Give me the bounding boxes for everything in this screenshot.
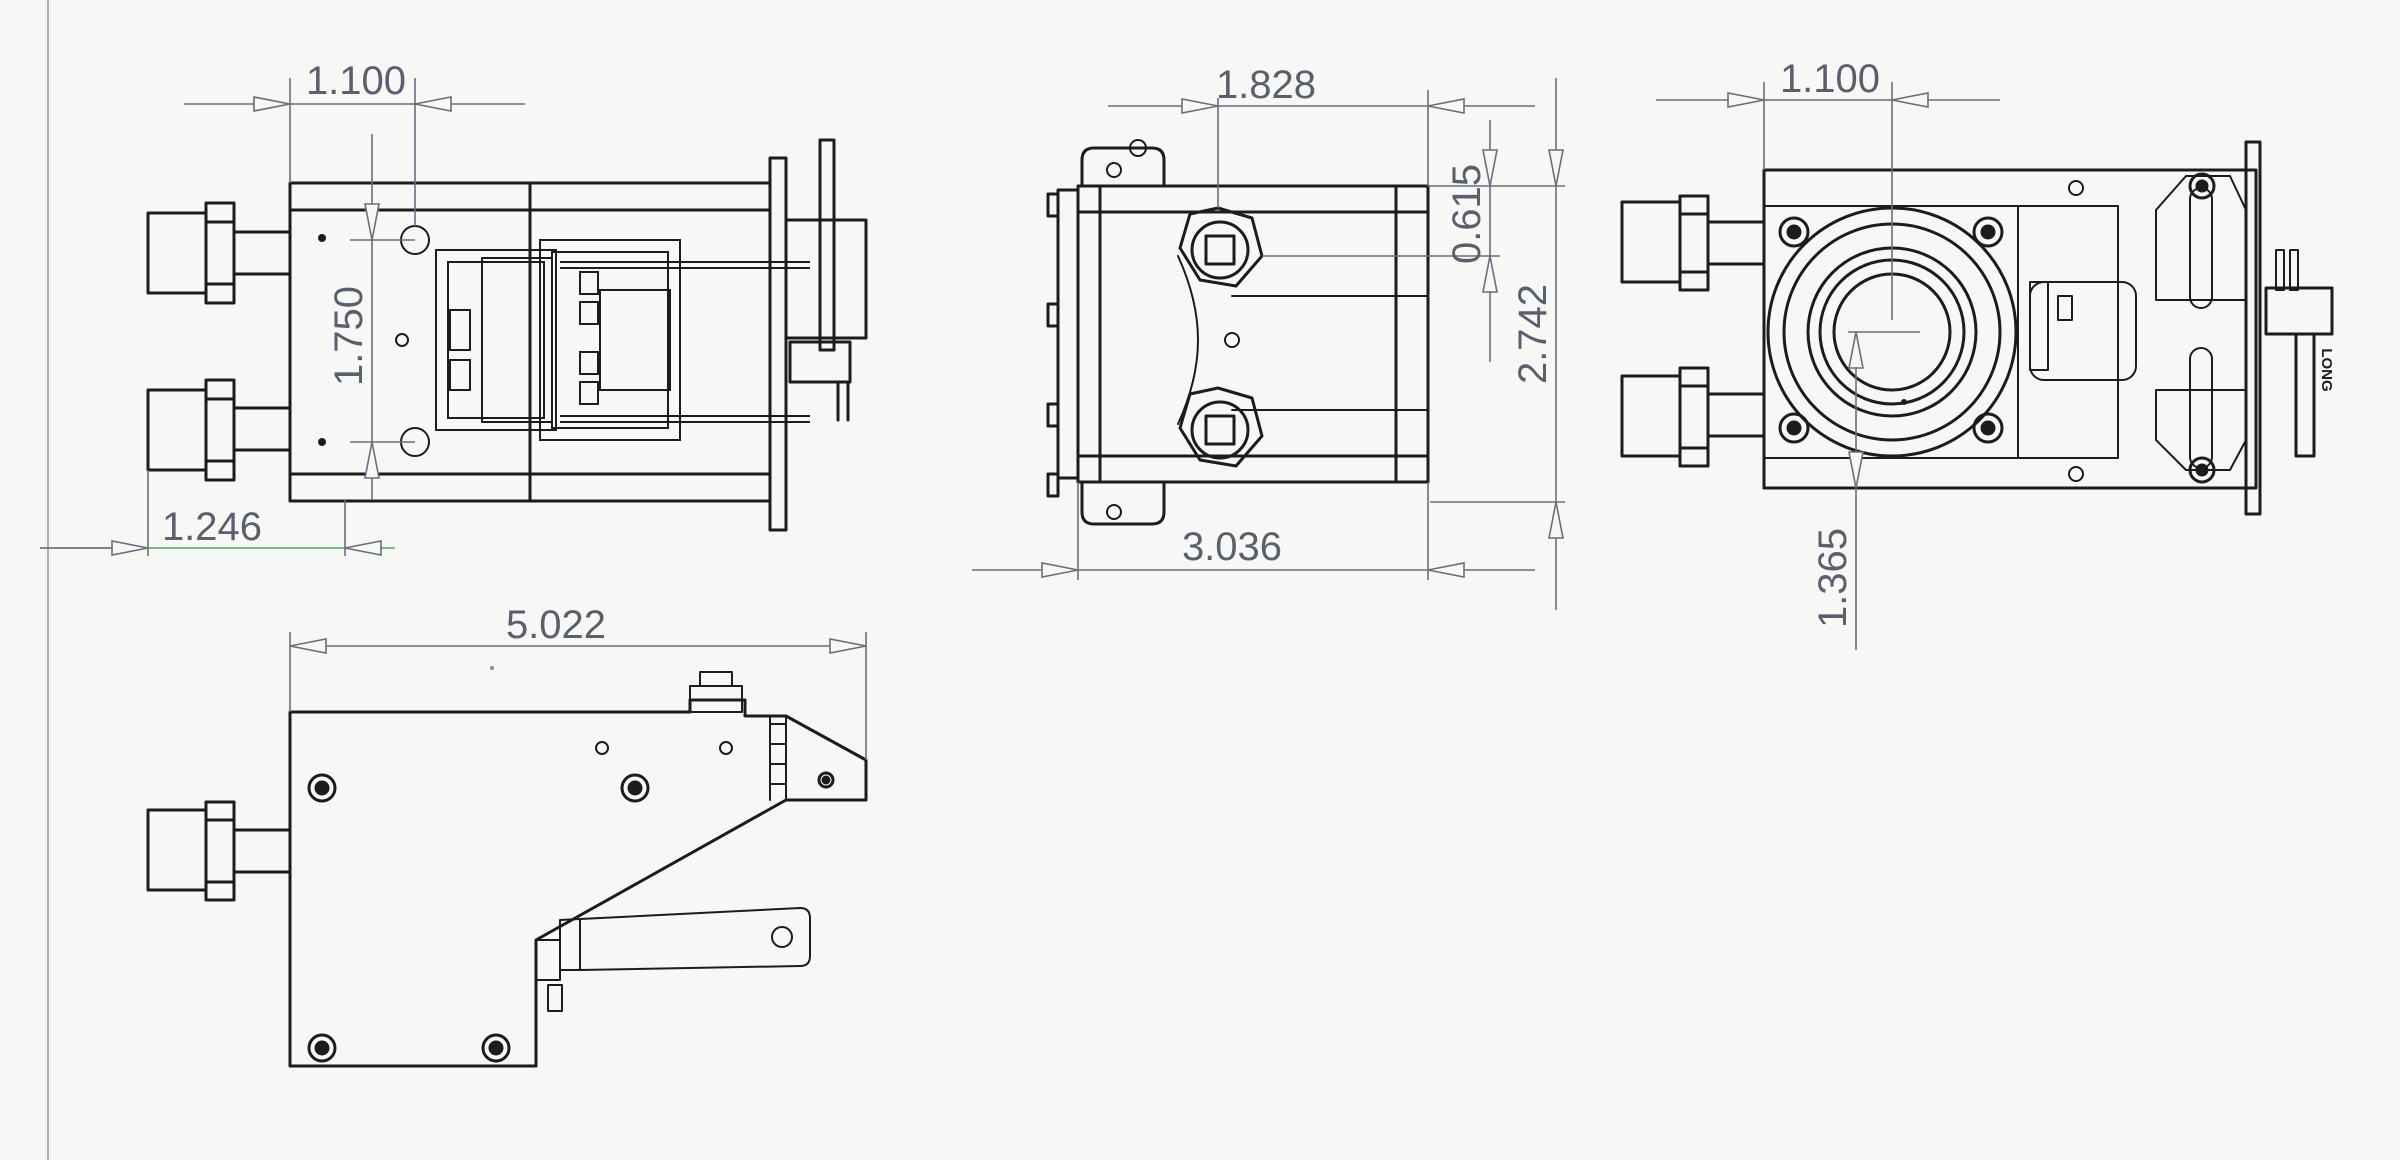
side-housing: [288, 671, 868, 1068]
dim-label: 1.750: [327, 286, 371, 386]
view-front: [1046, 139, 1430, 526]
knob-upper: [146, 201, 292, 305]
knob-lower: [146, 378, 292, 482]
dim-label: 2.742: [1511, 284, 1555, 384]
side-stamp-label: LONG: [2318, 348, 2335, 391]
dim-label: 3.036: [1182, 525, 1282, 569]
dim-label: 0.615: [1445, 164, 1489, 264]
dim-label: 1.828: [1216, 63, 1316, 107]
dimension-view2-height: 2.742: [1430, 78, 1565, 610]
dim-label: 1.100: [1780, 57, 1880, 101]
dimension-view2-total: 3.036: [972, 482, 1535, 580]
nut-lower: [1178, 386, 1264, 468]
screws-bottom: [1778, 172, 2216, 484]
view-side: [146, 671, 868, 1068]
dimension-view2-offset: 0.615: [1262, 120, 1565, 362]
knob-side: [146, 800, 292, 902]
dim-label: 1.246: [162, 505, 262, 549]
dimension-view3-width: 1.100: [1656, 57, 2000, 320]
screws-side: [307, 741, 835, 1063]
view-top: [146, 138, 868, 532]
dim-label: 1.100: [306, 59, 406, 103]
dim-label: 1.365: [1811, 528, 1855, 628]
housing-body: [288, 138, 868, 532]
switch-mechanism: [435, 239, 810, 441]
view-bottom: LONG: [1620, 140, 2335, 516]
knob-lower-right: [1620, 366, 1766, 468]
knob-upper-right: [1620, 194, 1766, 292]
dim-label: 5.022: [506, 603, 606, 647]
dimension-view1-width: 1.100: [184, 59, 525, 226]
dimension-view4-length: 5.022: [289, 603, 867, 760]
nut-upper: [1178, 206, 1264, 288]
dimension-view3-offset: 1.365: [1811, 331, 1920, 650]
dimension-view2-width: 1.828: [1108, 63, 1535, 208]
dimension-view1-height: 1.750: [327, 134, 415, 500]
dimension-view1-offset: 1.246: [40, 470, 395, 556]
